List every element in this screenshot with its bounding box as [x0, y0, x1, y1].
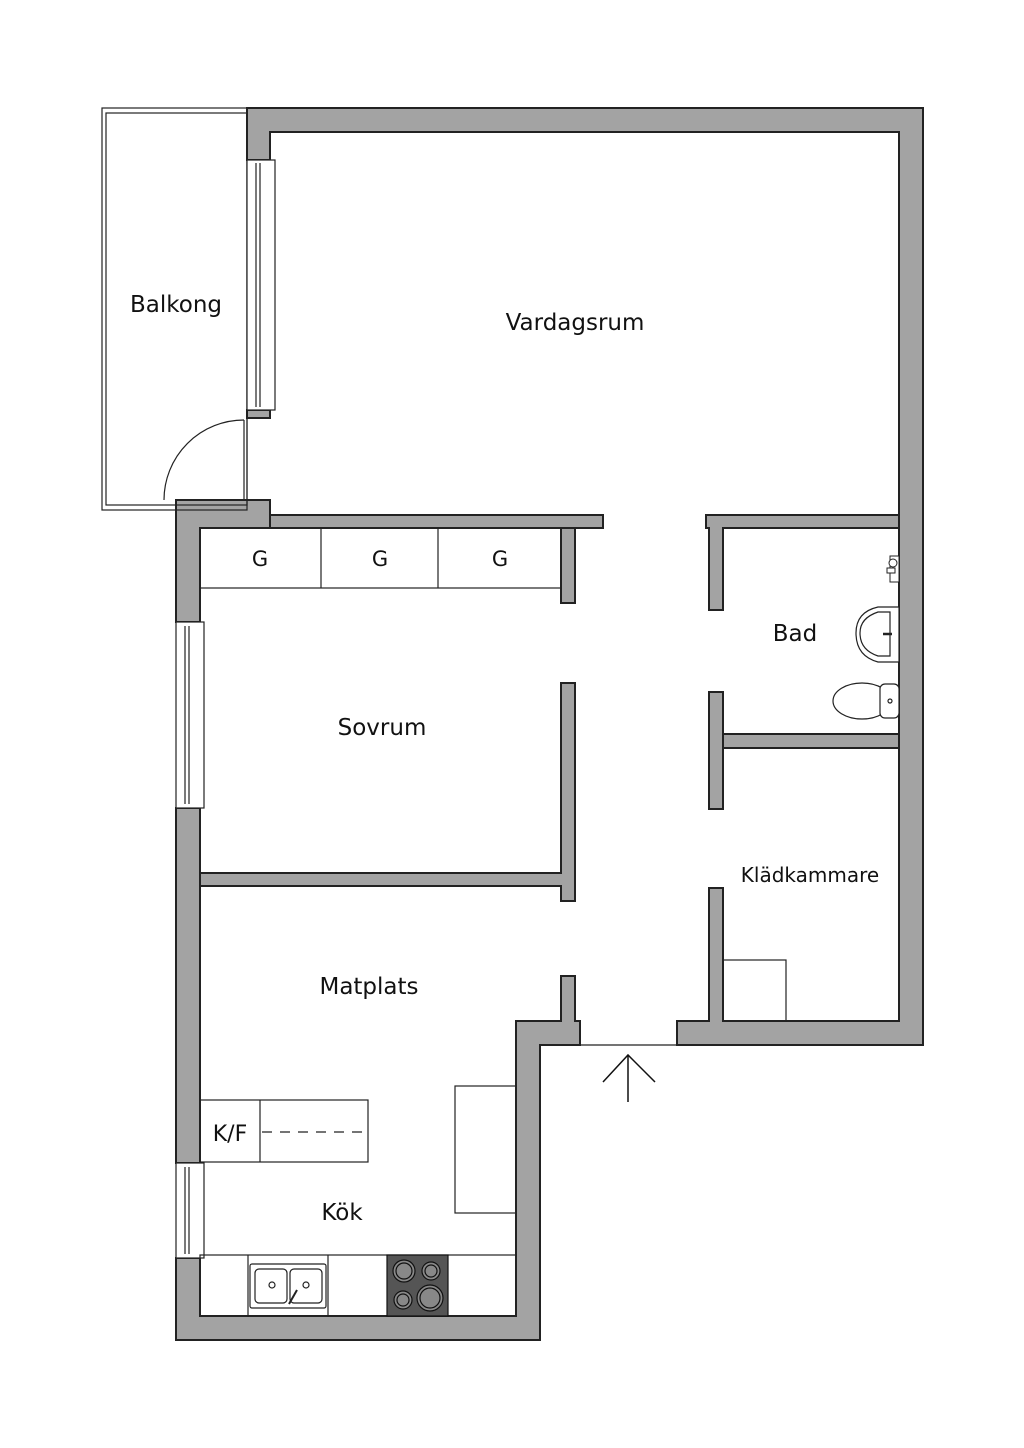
- wall: [724, 735, 898, 747]
- room-label-living-room: Vardagsrum: [506, 310, 645, 336]
- room-label-walk-in-closet: Klädkammare: [741, 863, 879, 887]
- fridge-freezer: [199, 1099, 369, 1163]
- window-icon: [175, 159, 276, 1259]
- entrance-arrow-icon: [602, 1053, 656, 1102]
- wall: [248, 109, 269, 159]
- wall: [678, 1022, 922, 1044]
- wall: [710, 516, 722, 609]
- wall: [177, 501, 199, 621]
- fridge-freezer-label: K/F: [213, 1122, 248, 1147]
- sink-icon: [855, 606, 900, 663]
- wall: [710, 889, 722, 1044]
- room-label-bedroom: Sovrum: [338, 715, 427, 741]
- tap-icon: [886, 555, 900, 583]
- wardrobe-label: G: [372, 547, 388, 571]
- wall: [562, 977, 574, 1044]
- wardrobe-label: G: [252, 547, 268, 571]
- wardrobes: [199, 527, 562, 589]
- wall: [562, 684, 574, 900]
- toilet-icon: [832, 682, 900, 720]
- kitchen-sink-icon: [249, 1263, 327, 1309]
- room-label-balcony: Balkong: [130, 292, 222, 318]
- room-label-bathroom: Bad: [773, 621, 817, 647]
- wall: [271, 516, 602, 527]
- room-label-dining: Matplats: [319, 974, 418, 1000]
- wall: [710, 693, 722, 808]
- wall: [517, 1022, 539, 1339]
- stove-icon: [386, 1254, 449, 1317]
- walls: [177, 109, 922, 1339]
- wall: [248, 109, 922, 131]
- kitchen-counter: [199, 1254, 517, 1317]
- counter: [454, 1085, 517, 1214]
- door-swing-icon: [163, 419, 245, 501]
- walls-outline: [175, 107, 924, 1341]
- wall: [201, 874, 574, 885]
- wall: [248, 411, 269, 417]
- shelf: [722, 959, 787, 1022]
- wall: [900, 109, 922, 1044]
- wardrobe-label: G: [492, 547, 508, 571]
- wall: [707, 516, 898, 527]
- wall: [562, 529, 574, 602]
- wall: [177, 809, 199, 1162]
- wall: [177, 1317, 539, 1339]
- room-label-kitchen: Kök: [321, 1200, 363, 1226]
